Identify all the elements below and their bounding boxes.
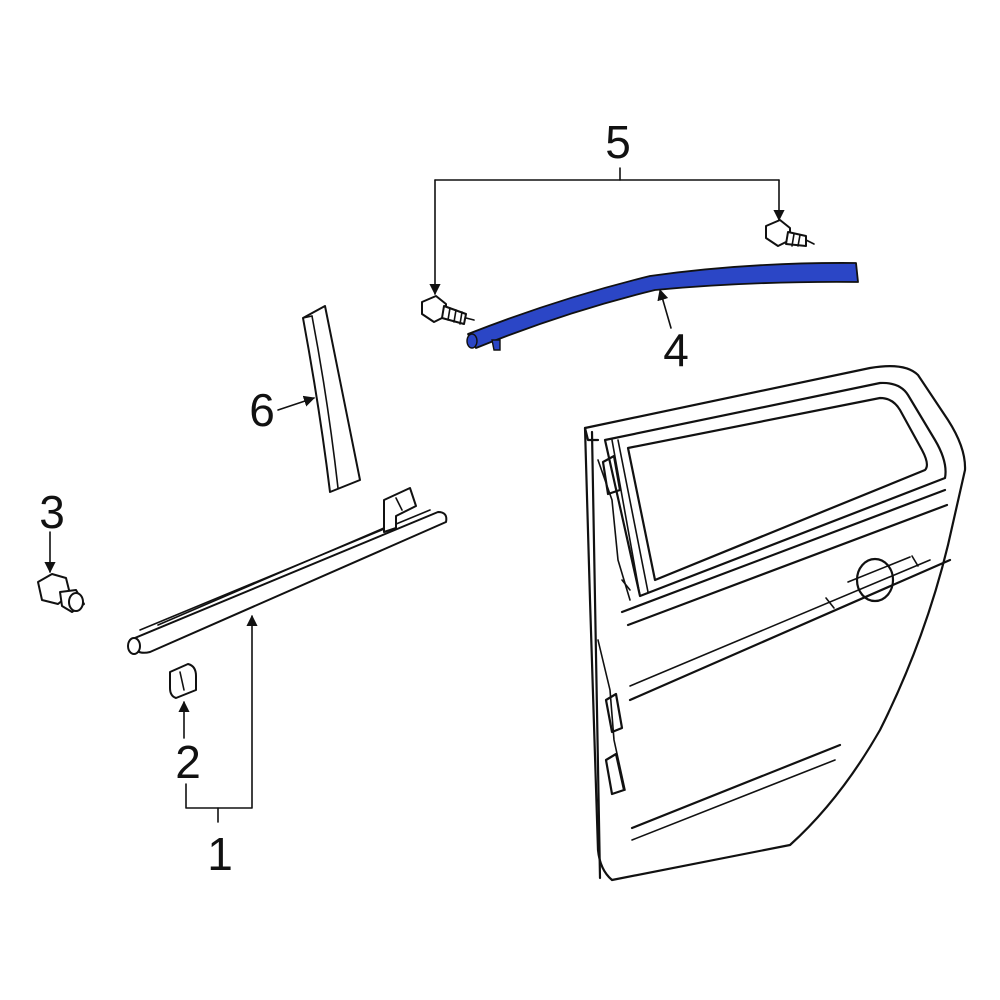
leader-lines [44, 167, 785, 823]
callout-6: 6 [249, 384, 275, 436]
callout-1: 1 [207, 828, 233, 880]
rear-door-panel [583, 365, 967, 882]
callout-2: 2 [175, 736, 201, 788]
weatherstrip-highlighted-part [466, 262, 859, 351]
screw-right-part [765, 219, 815, 247]
fastener-part [37, 573, 85, 613]
callout-5: 5 [605, 116, 631, 168]
pillar-applique-part [302, 305, 361, 493]
callout-3: 3 [39, 486, 65, 538]
callout-4: 4 [663, 324, 689, 376]
clip-part [169, 663, 197, 699]
belt-moulding-part [127, 487, 448, 655]
screw-left-part [421, 295, 475, 325]
